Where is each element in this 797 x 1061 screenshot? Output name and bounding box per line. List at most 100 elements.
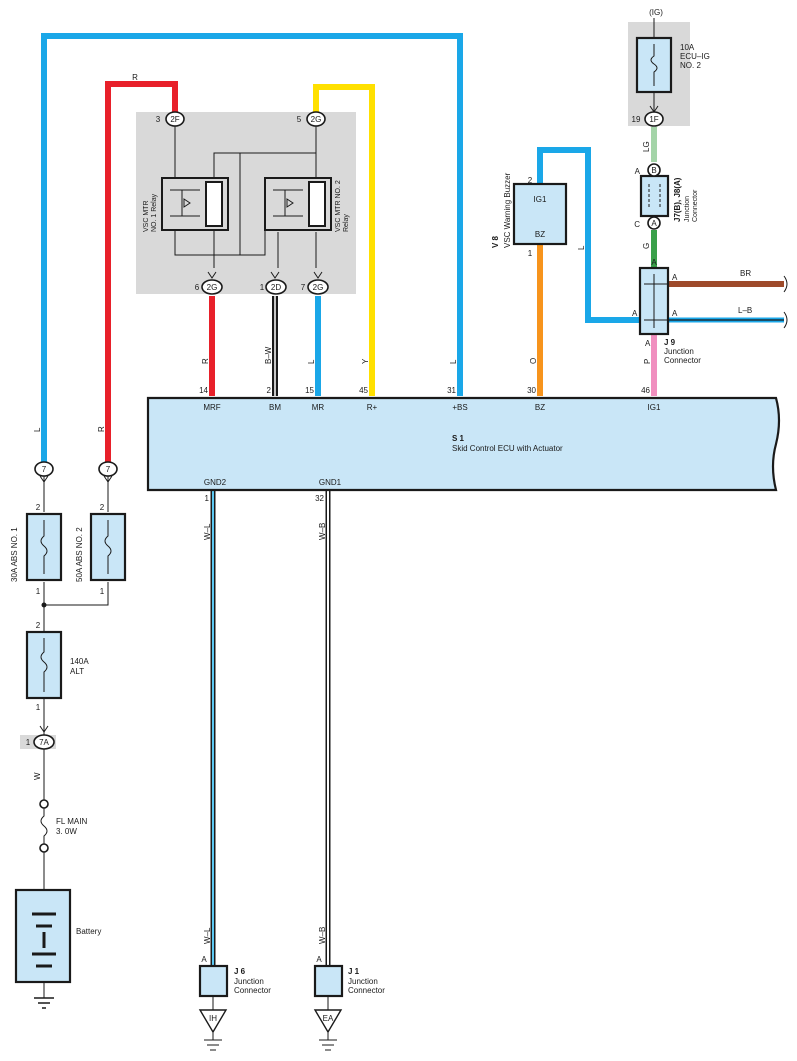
ecu-pin-name: MRF xyxy=(203,403,220,412)
svg-text:A: A xyxy=(672,273,678,282)
svg-text:2G: 2G xyxy=(313,283,324,292)
relay-connector-2g-mr: 2G 7 xyxy=(301,271,329,295)
wire-label-g: G xyxy=(642,243,651,249)
svg-text:1F: 1F xyxy=(649,115,658,124)
svg-text:1: 1 xyxy=(26,738,31,747)
ecu-pin-name: +BS xyxy=(452,403,467,412)
ecu-pin-wire: Y xyxy=(361,358,370,364)
svg-text:2G: 2G xyxy=(207,283,218,292)
svg-text:3: 3 xyxy=(156,115,161,124)
relay-internal-wiring xyxy=(174,126,317,268)
svg-text:A: A xyxy=(635,167,641,176)
wire-label-w: W xyxy=(33,772,42,780)
battery xyxy=(14,888,72,984)
wire-continue-marks xyxy=(783,275,788,329)
svg-text:2: 2 xyxy=(36,503,41,512)
svg-text:A: A xyxy=(632,309,638,318)
fuse-abs-no1-label: 30A ABS NO. 1 xyxy=(10,527,19,582)
ecu-pin-wire: L xyxy=(449,359,458,364)
wire-label-wb-bottom: W–B xyxy=(318,927,327,944)
ecu-pin-num: 32 xyxy=(315,494,324,503)
wire-label-wl-bottom: W–L xyxy=(203,927,212,944)
relay-connector-2f: 2F 3 xyxy=(156,111,185,127)
fuse-abs-no2: 2 1 xyxy=(89,503,127,596)
ecu-pin-name: R+ xyxy=(367,403,378,412)
svg-text:EA: EA xyxy=(323,1014,334,1023)
fuse-alt: 2 1 xyxy=(25,621,63,712)
relay-connector-2g-top: 2G 5 xyxy=(297,111,326,127)
relay-no1 xyxy=(161,177,229,231)
fuse-abs-no1: 2 1 xyxy=(25,503,63,596)
svg-text:BZ: BZ xyxy=(535,230,545,239)
wire-y-rplus xyxy=(313,84,375,396)
relay-connector-2d: 2D 1 xyxy=(260,271,287,295)
svg-text:A: A xyxy=(672,309,678,318)
battery-label: Battery xyxy=(76,927,101,936)
svg-text:19: 19 xyxy=(632,115,641,124)
j7-name: Junction Connector xyxy=(684,189,699,222)
ecu-pin-num: 2 xyxy=(267,386,272,395)
fuse-alt-label: 140A ALT xyxy=(70,657,90,676)
svg-text:B: B xyxy=(651,166,656,175)
ig-supply-label: (IG) xyxy=(649,8,663,17)
ecu-pin-num: 31 xyxy=(447,386,456,395)
relay-connector-2g-mrf: 2G 6 xyxy=(195,271,223,295)
ecu-pin-num: 46 xyxy=(641,386,650,395)
wire-label-left-r: R xyxy=(97,426,106,432)
fuse-abs-no2-label: 50A ABS NO. 2 xyxy=(75,527,84,582)
svg-text:A: A xyxy=(316,955,322,964)
relay-no2-label: VSC MTR NO. 2 Relay xyxy=(335,178,350,232)
connector-7a: 7A 1 xyxy=(26,725,55,750)
svg-text:A: A xyxy=(651,219,657,228)
junction-j9: A A A A A xyxy=(632,258,678,348)
wire-label-left-l: L xyxy=(33,427,42,432)
svg-text:2D: 2D xyxy=(271,283,281,292)
ecu-pin-wire: R xyxy=(201,358,210,364)
svg-text:7A: 7A xyxy=(39,738,49,747)
fuse-ecu-ig-label: 10A ECU–IG NO. 2 xyxy=(680,43,712,70)
svg-text:1: 1 xyxy=(528,249,533,258)
ecu-s1-body xyxy=(146,396,781,492)
wire-label-wb-top: W–B xyxy=(318,523,327,540)
wire-l-bs xyxy=(41,33,463,462)
wire-label-top-r: R xyxy=(132,73,138,82)
j1-id: J 1 xyxy=(348,967,360,976)
j9-id: J 9 xyxy=(664,338,676,347)
relay-no1-label: VSC MTR NO. 1 Relay xyxy=(143,193,158,232)
ecu-pin-wire: O xyxy=(529,358,538,364)
wire-label-lg: LG xyxy=(642,141,651,152)
svg-text:A: A xyxy=(645,339,651,348)
ecu-pin-num: 14 xyxy=(199,386,208,395)
connector-1f: 1F 19 xyxy=(632,111,664,127)
j9-name: Junction Connector xyxy=(664,347,701,365)
ecu-name: Skid Control ECU with Actuator xyxy=(452,444,563,453)
svg-text:6: 6 xyxy=(195,283,200,292)
svg-text:1: 1 xyxy=(36,703,41,712)
j7-id: J7(B), J8(A) xyxy=(673,177,682,222)
svg-text:5: 5 xyxy=(297,115,302,124)
svg-text:IG1: IG1 xyxy=(534,195,547,204)
j6-name: Junction Connector xyxy=(234,977,271,995)
wire-label-br: BR xyxy=(740,269,751,278)
ecu-pin-num: 1 xyxy=(205,494,210,503)
svg-text:7: 7 xyxy=(301,283,306,292)
svg-text:IH: IH xyxy=(209,1014,217,1023)
svg-text:2: 2 xyxy=(528,176,533,185)
ecu-pin-name: BM xyxy=(269,403,281,412)
svg-text:1: 1 xyxy=(100,587,105,596)
wire-label-lb: L–B xyxy=(738,306,752,315)
fl-main-label: FL MAIN 3. 0W xyxy=(56,817,90,836)
ground-icon xyxy=(34,997,54,1009)
svg-text:A: A xyxy=(651,258,657,267)
fuse-ecu-ig-no2 xyxy=(635,36,673,94)
svg-text:C: C xyxy=(634,220,640,229)
junction-j7-j8: B A A C xyxy=(634,163,670,230)
svg-text:7: 7 xyxy=(42,465,47,474)
wire-l-buzzer xyxy=(537,147,640,323)
ecu-pin-wire: P xyxy=(643,359,652,364)
wire-label-wl-top: W–L xyxy=(203,523,212,540)
svg-text:2F: 2F xyxy=(170,115,179,124)
power-feed-lines xyxy=(43,476,109,998)
